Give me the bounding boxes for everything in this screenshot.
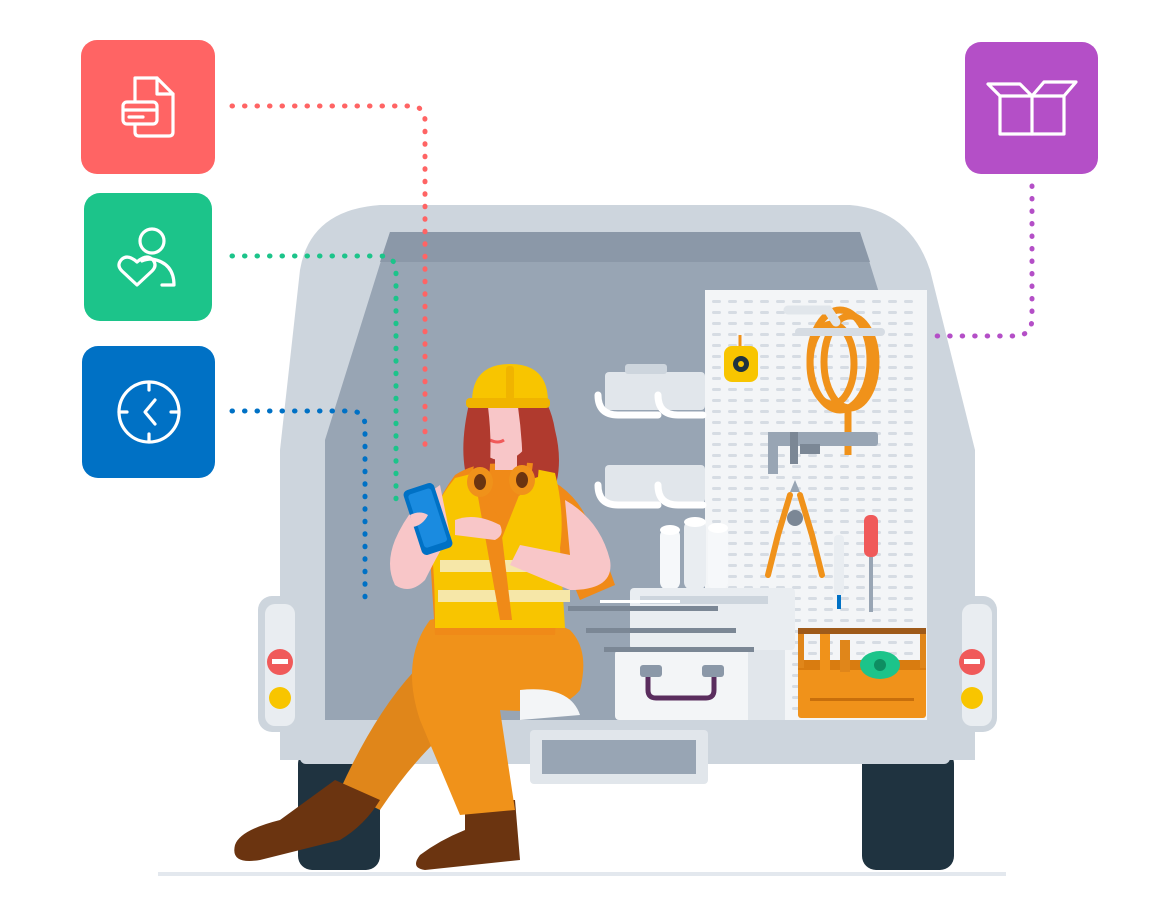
document-card-icon [121,76,175,138]
invoice-tile [81,40,215,174]
clock-icon [116,380,181,444]
trousers [412,612,584,815]
field-worker [234,364,615,870]
inventory-connector [925,183,1035,339]
time-tracking-tile [82,346,215,478]
invoice-connector [229,103,428,458]
right-boot [416,800,520,870]
rolled-plans [660,528,680,590]
pliers [765,480,825,578]
ground-line [158,872,1006,876]
screwdriver-red [864,515,878,557]
customer-connector [229,253,399,513]
inventory-tile [965,42,1098,174]
right-indicator-light [961,687,983,709]
caliper [768,432,878,446]
left-boot [234,780,380,861]
upper-shelf [605,372,705,410]
right-tire [862,750,954,870]
box-icon [985,80,1078,136]
customer-tile [84,193,212,321]
left-indicator-light [269,687,291,709]
heart-person-icon [117,227,176,287]
